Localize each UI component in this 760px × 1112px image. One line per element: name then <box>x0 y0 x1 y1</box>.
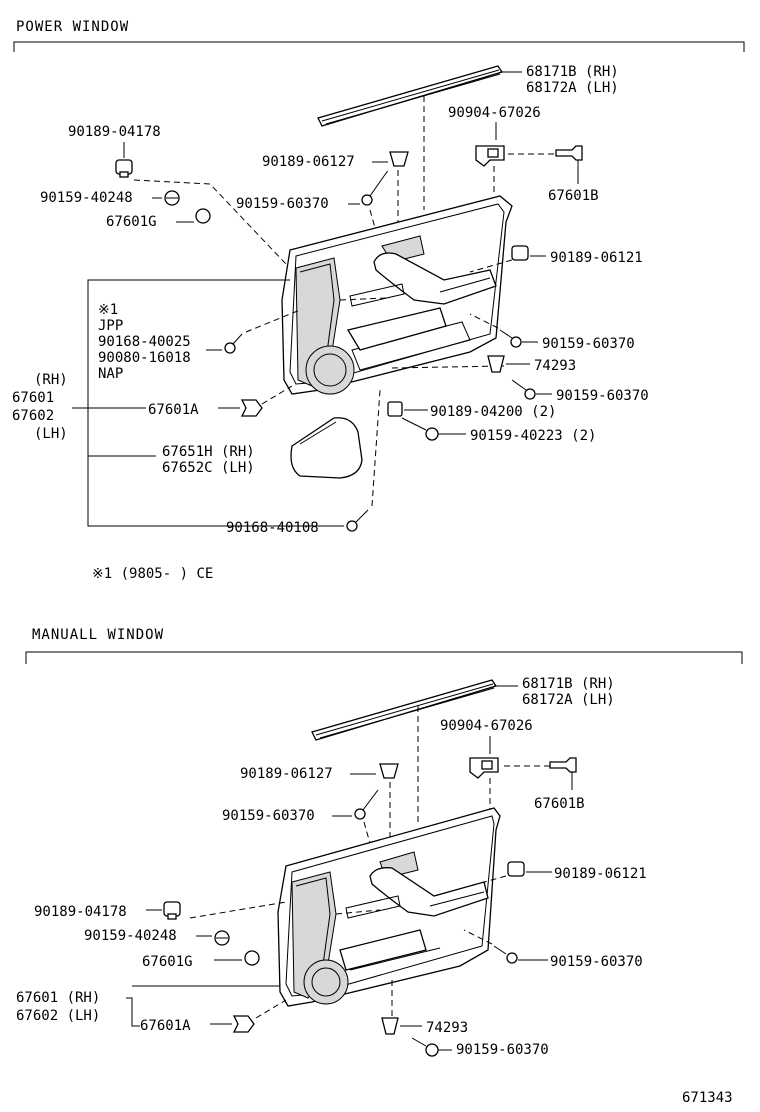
bolt-icon <box>115 159 133 178</box>
label-screw-90159-60370: 90159-60370 <box>542 336 635 352</box>
retainer-icon <box>475 145 505 167</box>
door-trim-panel-icon <box>277 807 501 1007</box>
label-bolt-90189-04178: 90189-04178 <box>34 904 127 920</box>
label-clip-74293: 74293 <box>534 358 576 374</box>
figure-number: 671343 <box>682 1090 733 1106</box>
label-note-mark: ※1 <box>98 302 118 318</box>
label-note-nap: NAP <box>98 366 123 382</box>
bolt-icon <box>389 151 409 167</box>
label-weatherstrip-rh: 68171B (RH) <box>522 676 615 692</box>
screw-icon <box>346 509 369 532</box>
label-note-jpp: JPP <box>98 318 123 334</box>
label-panel-67601: 67601 <box>12 390 54 406</box>
label-clip-67601g: 67601G <box>106 214 157 230</box>
screw-icon <box>499 329 522 348</box>
section-title-power-window: POWER WINDOW <box>16 19 129 35</box>
label-panel-67602: 67602 <box>12 408 54 424</box>
label-screw-90159-40248: 90159-40248 <box>84 928 177 944</box>
label-clip-67601g: 67601G <box>142 954 193 970</box>
bolt-icon <box>379 763 399 779</box>
label-retainer-90904-67026: 90904-67026 <box>440 718 533 734</box>
label-clip-67601b: 67601B <box>548 188 599 204</box>
clip-icon <box>381 1017 399 1035</box>
nut-icon <box>387 401 403 417</box>
clip-icon <box>549 757 577 773</box>
label-screw-90159-40248: 90159-40248 <box>40 190 133 206</box>
label-clip-67601a: 67601A <box>148 402 199 418</box>
screw-icon <box>224 333 243 354</box>
clip-icon <box>555 145 583 161</box>
screw-icon <box>214 930 230 946</box>
label-panel-67601-rh: 67601 (RH) <box>16 990 100 1006</box>
screw-icon <box>164 190 180 206</box>
label-panel-rh-tag: (RH) <box>34 372 68 388</box>
label-cover-67652c: 67652C (LH) <box>162 460 255 476</box>
label-nut-90189-04200: 90189-04200 (2) <box>430 404 556 420</box>
label-screw-90159-60370: 90159-60370 <box>550 954 643 970</box>
label-screw-90159-60370: 90159-60370 <box>236 196 329 212</box>
label-cover-67651h: 67651H (RH) <box>162 444 255 460</box>
screw-icon <box>401 417 439 441</box>
label-screw-90080-16018: 90080-16018 <box>98 350 191 366</box>
screw-icon <box>354 789 379 820</box>
nut-icon <box>507 861 525 877</box>
door-trim-panel-icon <box>281 195 513 395</box>
clip-icon <box>487 355 505 373</box>
clip-icon <box>195 208 211 224</box>
label-screw-90159-60370: 90159-60370 <box>556 388 649 404</box>
label-bolt-90189-06127: 90189-06127 <box>240 766 333 782</box>
label-nut-90189-06121: 90189-06121 <box>554 866 647 882</box>
label-panel-lh-tag: (LH) <box>34 426 68 442</box>
power-window-section: POWER WINDOW 68171B (RH) 68172A (LH) 901… <box>12 19 745 582</box>
bolt-icon <box>163 901 181 920</box>
label-screw-90159-60370: 90159-60370 <box>456 1042 549 1058</box>
screw-icon <box>411 1037 439 1057</box>
label-weatherstrip-lh: 68172A (LH) <box>526 80 619 96</box>
label-retainer-90904-67026: 90904-67026 <box>448 105 541 121</box>
label-bolt-90189-04178: 90189-04178 <box>68 124 161 140</box>
label-clip-67601a: 67601A <box>140 1018 191 1034</box>
label-clip-74293: 74293 <box>426 1020 468 1036</box>
screw-icon <box>493 945 518 964</box>
section-title-manual-window: MANUALL WINDOW <box>32 627 164 643</box>
label-clip-67601b: 67601B <box>534 796 585 812</box>
label-weatherstrip-lh: 68172A (LH) <box>522 692 615 708</box>
weatherstrip-icon <box>317 65 504 127</box>
label-nut-90189-06121: 90189-06121 <box>550 250 643 266</box>
label-screw-90159-60370: 90159-60370 <box>222 808 315 824</box>
label-bolt-90189-06127: 90189-06127 <box>262 154 355 170</box>
section-bracket <box>13 41 745 52</box>
clip-icon <box>240 399 263 417</box>
clip-icon <box>232 1015 255 1033</box>
nut-icon <box>511 245 529 261</box>
speaker-cover-icon <box>290 417 363 479</box>
clip-icon <box>244 950 260 966</box>
screw-icon <box>361 167 391 206</box>
manual-window-section: MANUALL WINDOW 68171B (RH) 68172A (LH) 9… <box>16 627 743 1058</box>
label-panel-67602-lh: 67602 (LH) <box>16 1008 100 1024</box>
footnote-text: ※1 (9805- ) CE <box>92 566 213 582</box>
label-screw-90159-40223: 90159-40223 (2) <box>470 428 596 444</box>
label-screw-90168-40108: 90168-40108 <box>226 520 319 536</box>
label-screw-90168-40025: 90168-40025 <box>98 334 191 350</box>
section-bracket <box>25 651 743 664</box>
label-weatherstrip-rh: 68171B (RH) <box>526 64 619 80</box>
screw-icon <box>511 379 536 400</box>
retainer-icon <box>469 757 499 779</box>
